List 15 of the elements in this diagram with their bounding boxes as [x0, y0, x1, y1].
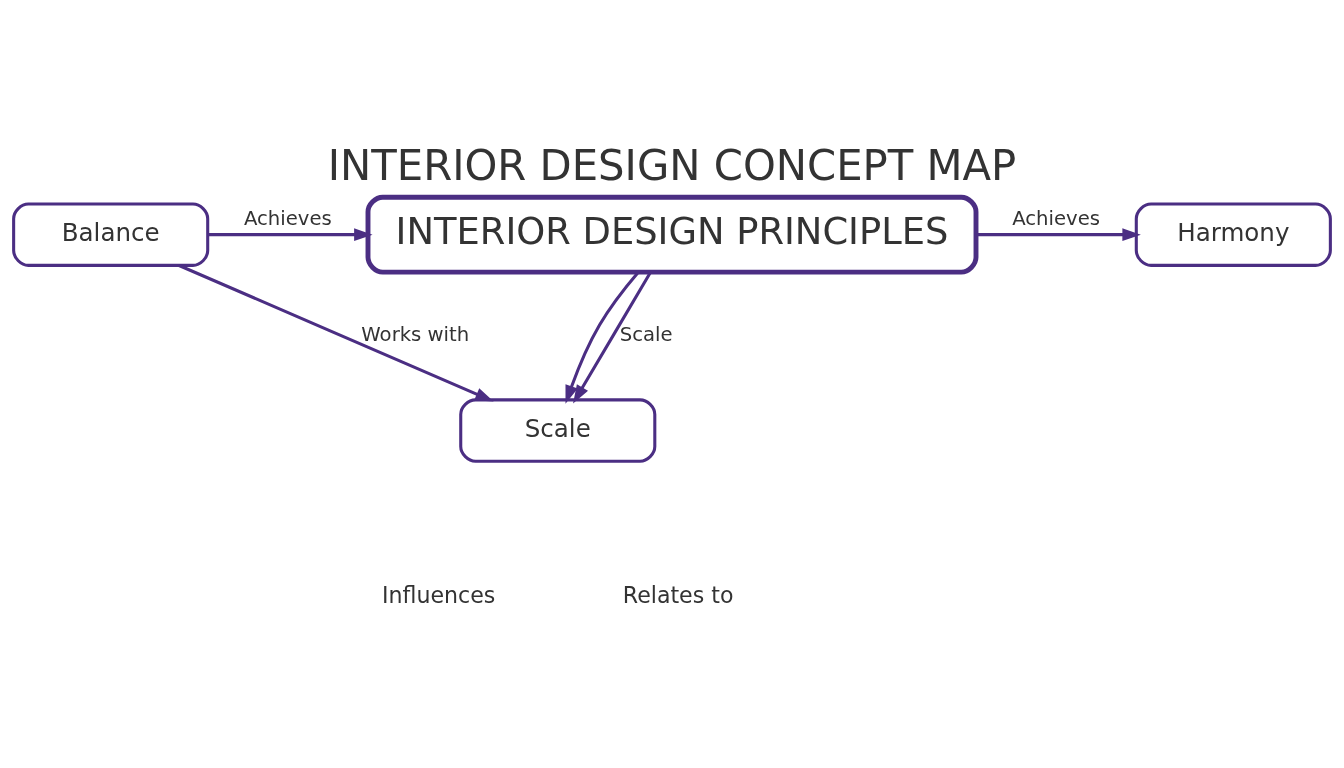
- edge-label: Achieves: [243, 206, 332, 230]
- label: Relates to: [622, 581, 734, 608]
- diagram-title: INTERIOR DESIGN CONCEPT MAP: [327, 140, 1017, 190]
- node-box: Balance: [12, 201, 210, 267]
- arrow: [178, 263, 494, 402]
- node-box: Scale: [459, 397, 657, 463]
- edge-label: Achieves: [1012, 206, 1101, 230]
- label: Influences: [381, 581, 496, 608]
- node-box: Harmony: [1134, 201, 1332, 267]
- arrow: [207, 227, 373, 241]
- arrow: [573, 270, 652, 403]
- edge-label: Works with: [361, 322, 470, 346]
- node-box: INTERIOR DESIGN PRINCIPLES: [365, 194, 979, 275]
- arrow: [976, 227, 1141, 241]
- edge-label: Scale: [619, 322, 673, 346]
